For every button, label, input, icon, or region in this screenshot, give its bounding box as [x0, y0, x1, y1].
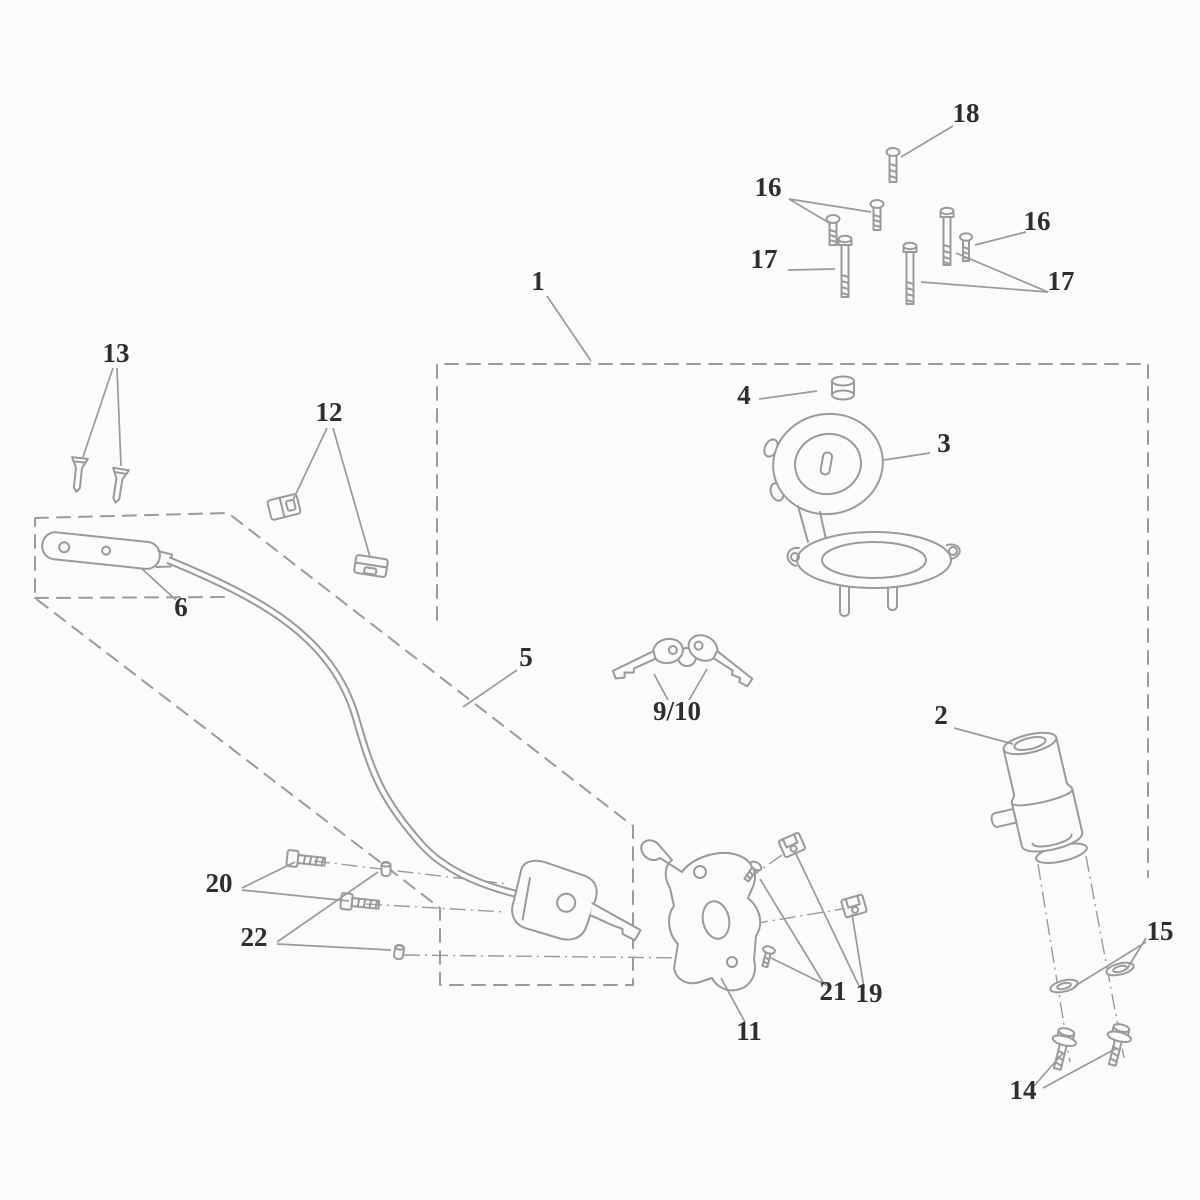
grommet-22-a	[380, 861, 392, 877]
clip-19-a	[777, 831, 807, 859]
clip-12-b	[353, 554, 389, 578]
bolt-17-right	[939, 206, 955, 266]
leader-line	[758, 390, 818, 400]
washer-15-b	[1105, 961, 1135, 977]
callout-18: 18	[953, 98, 980, 128]
leader-line	[974, 231, 1027, 246]
callout-17-left: 17	[751, 244, 778, 274]
leader-line	[795, 853, 860, 987]
screw-21-a	[743, 860, 763, 883]
leader-line	[1042, 1047, 1118, 1089]
cap-plug-4	[831, 375, 855, 401]
leader-line	[546, 295, 592, 362]
ignition-switch-2	[990, 731, 1088, 864]
leader-line	[140, 567, 177, 601]
leader-line	[332, 427, 371, 558]
seat-lock-cable-5	[166, 556, 541, 903]
fuel-cap-3	[763, 412, 884, 545]
screw-18	[885, 147, 901, 183]
callout-13: 13	[103, 338, 130, 368]
clip-12-a	[266, 493, 302, 521]
callout-17-right: 17	[1048, 266, 1075, 296]
leader-line	[241, 861, 296, 889]
leader-lines	[82, 125, 1147, 1089]
cable-region-dashed	[34, 512, 634, 986]
leader-line	[720, 977, 746, 1023]
screw-21-b	[761, 945, 776, 969]
leader-line	[953, 727, 1014, 745]
leader-line	[788, 198, 872, 213]
washer-15-a	[1049, 978, 1079, 994]
seat-latch	[511, 859, 642, 942]
callout-9-10: 9/10	[653, 696, 701, 726]
leader-line	[688, 668, 708, 701]
bolt-14-a	[1051, 1027, 1078, 1071]
callout-5: 5	[519, 642, 533, 672]
callout-14: 14	[1010, 1075, 1037, 1105]
leader-line	[276, 871, 379, 943]
leader-line	[788, 198, 832, 225]
bolt-20-a	[285, 849, 327, 868]
leader-line	[1126, 937, 1147, 970]
callout-16-left: 16	[755, 172, 782, 202]
leader-line	[770, 957, 829, 987]
kit-boundary-dashed	[436, 363, 1149, 878]
mounting-bracket-11	[640, 839, 762, 992]
leader-line	[653, 673, 669, 701]
leader-line	[1033, 1052, 1064, 1087]
leader-line	[276, 943, 392, 951]
screw-16-left-b	[869, 199, 885, 231]
leader-line	[900, 125, 954, 158]
bolt-14-b	[1106, 1023, 1133, 1067]
callout-15: 15	[1147, 916, 1174, 946]
leader-line	[116, 367, 122, 467]
bolt-17-left	[837, 234, 853, 298]
leader-line	[851, 913, 865, 989]
screw-16-left-a	[825, 214, 841, 246]
fuel-cap-flange	[786, 531, 961, 617]
callout-2: 2	[934, 700, 948, 730]
callout-21: 21	[820, 976, 847, 1006]
callout-labels: 1 2 3 4 5 6 9/10 11 12 13 14 15 16 16 17…	[103, 98, 1174, 1105]
screw-13-b	[112, 466, 130, 504]
callout-19: 19	[856, 978, 883, 1008]
screw-16-right	[959, 232, 973, 262]
callout-6: 6	[174, 592, 188, 622]
callout-16-right: 16	[1024, 206, 1051, 236]
leader-line	[462, 669, 518, 708]
grommet-22-b	[393, 943, 406, 961]
callout-22: 22	[241, 922, 268, 952]
clip-19-b	[840, 893, 868, 919]
leader-line	[955, 252, 1049, 293]
callout-11: 11	[736, 1016, 762, 1046]
leader-line	[920, 281, 1049, 293]
leader-line	[292, 427, 328, 501]
bolt-17-mid	[902, 241, 918, 305]
bolt-20-b	[339, 892, 381, 911]
leader-line	[759, 878, 825, 985]
callout-1: 1	[531, 266, 545, 296]
leader-line	[241, 889, 350, 902]
leader-line	[787, 268, 836, 271]
callout-3: 3	[937, 428, 951, 458]
callout-12: 12	[316, 397, 343, 427]
screw-13-a	[71, 456, 89, 493]
leader-line	[1074, 941, 1147, 987]
cable-bracket-6	[41, 531, 174, 570]
callout-4: 4	[737, 380, 751, 410]
keys-9-10	[611, 634, 754, 688]
leader-line	[82, 367, 114, 458]
leader-line	[883, 452, 931, 461]
callout-20: 20	[206, 868, 233, 898]
